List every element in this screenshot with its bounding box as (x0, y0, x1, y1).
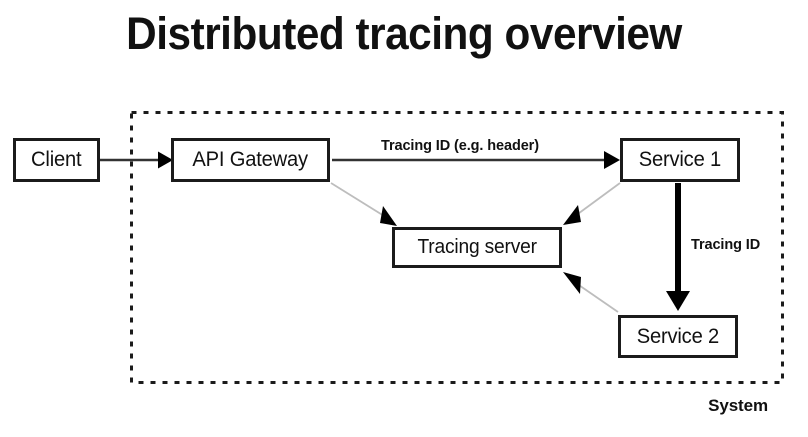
node-api-gateway[interactable]: API Gateway (171, 138, 330, 182)
system-boundary-caption: System (708, 396, 768, 415)
node-tracing-server-label: Tracing server (417, 236, 537, 258)
node-service-2[interactable]: Service 2 (618, 315, 738, 358)
system-boundary (130, 111, 784, 384)
edge-service1-to-tracing-server (563, 182, 621, 225)
edge-label-tracing-id: Tracing ID (691, 237, 761, 253)
edge-service1-to-service2 (666, 183, 690, 311)
edge-service2-to-tracing-server (563, 272, 619, 313)
node-api-gateway-label: API Gateway (192, 148, 309, 171)
node-service-1-label: Service 1 (638, 148, 722, 171)
node-tracing-server[interactable]: Tracing server (392, 227, 562, 268)
page-title: Distributed tracing overview (126, 8, 682, 59)
edge-gateway-to-tracing-server (330, 182, 397, 226)
edge-client-to-gateway (100, 151, 173, 169)
edge-gateway-to-service1 (332, 151, 620, 169)
node-service-2-label: Service 2 (636, 324, 720, 348)
node-client-label: Client (31, 148, 82, 171)
node-client[interactable]: Client (13, 138, 100, 182)
node-service-1[interactable]: Service 1 (620, 138, 740, 182)
edge-label-tracing-id-header: Tracing ID (e.g. header) (381, 138, 539, 154)
